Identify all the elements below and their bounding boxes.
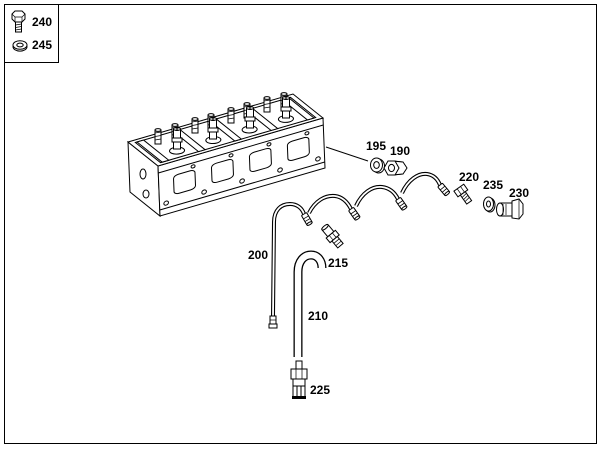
end-face-bore: [142, 189, 150, 199]
bolt-hole: [316, 156, 321, 161]
legend-label[interactable]: 245: [32, 38, 52, 52]
port: [173, 169, 195, 194]
line-fitting: [395, 196, 408, 212]
callout-number[interactable]: 235: [483, 178, 503, 192]
cylinder-head: [126, 92, 326, 218]
connecting-line: [354, 184, 400, 207]
valve-spring: [154, 128, 162, 145]
seal-ring: [370, 157, 385, 174]
bolt-hole: [202, 189, 207, 194]
banjo-bolt: [453, 183, 473, 205]
line-fitting: [348, 206, 361, 222]
lower-flange-line: [160, 162, 325, 210]
port: [287, 136, 309, 161]
injector: [280, 96, 292, 119]
small-hole: [191, 164, 195, 168]
line-end-fitting: [268, 315, 278, 329]
check-valve: [290, 360, 308, 399]
valve-spring: [191, 117, 199, 134]
port: [211, 158, 233, 183]
callout-number[interactable]: 190: [390, 144, 410, 158]
callout-number[interactable]: 225: [310, 383, 330, 397]
legend-box: [4, 4, 59, 63]
diagram-frame: [4, 4, 597, 444]
washer-icon: [12, 40, 28, 52]
small-hole: [267, 142, 271, 146]
line-200: [268, 201, 306, 329]
valve-spring: [227, 107, 235, 124]
callout-number[interactable]: 215: [328, 256, 348, 270]
hose: [293, 250, 327, 357]
bolt-hole: [240, 178, 245, 183]
callout-number[interactable]: 200: [248, 248, 268, 262]
injector: [207, 117, 219, 140]
injector: [244, 106, 256, 129]
bolt-hole: [278, 167, 283, 172]
hex-bolt-icon: [11, 10, 26, 33]
connecting-line: [400, 171, 442, 194]
callout-number[interactable]: 210: [308, 309, 328, 323]
small-hole: [229, 153, 233, 157]
port: [249, 147, 271, 172]
bolt-hole: [164, 200, 169, 205]
end-face-bore: [139, 168, 147, 180]
washer: [483, 196, 496, 213]
cam-bearing-saddle: [137, 140, 169, 162]
injector: [171, 127, 183, 150]
upper-flange-line: [158, 125, 323, 173]
legend-label[interactable]: 240: [32, 15, 52, 29]
front-face-details: [158, 125, 324, 210]
union-nut: [383, 160, 408, 176]
leader-line: [325, 146, 369, 162]
line-fitting: [300, 212, 314, 227]
cap-bolt: [496, 198, 524, 220]
line-fitting: [437, 182, 451, 197]
valve-spring: [263, 96, 271, 113]
callout-number[interactable]: 230: [509, 186, 529, 200]
banjo-fitting: [321, 223, 344, 249]
callout-number[interactable]: 195: [366, 139, 386, 153]
connecting-line: [307, 193, 353, 214]
callout-number[interactable]: 220: [459, 170, 479, 184]
small-hole: [305, 131, 309, 135]
legend: 240 245: [11, 10, 52, 52]
